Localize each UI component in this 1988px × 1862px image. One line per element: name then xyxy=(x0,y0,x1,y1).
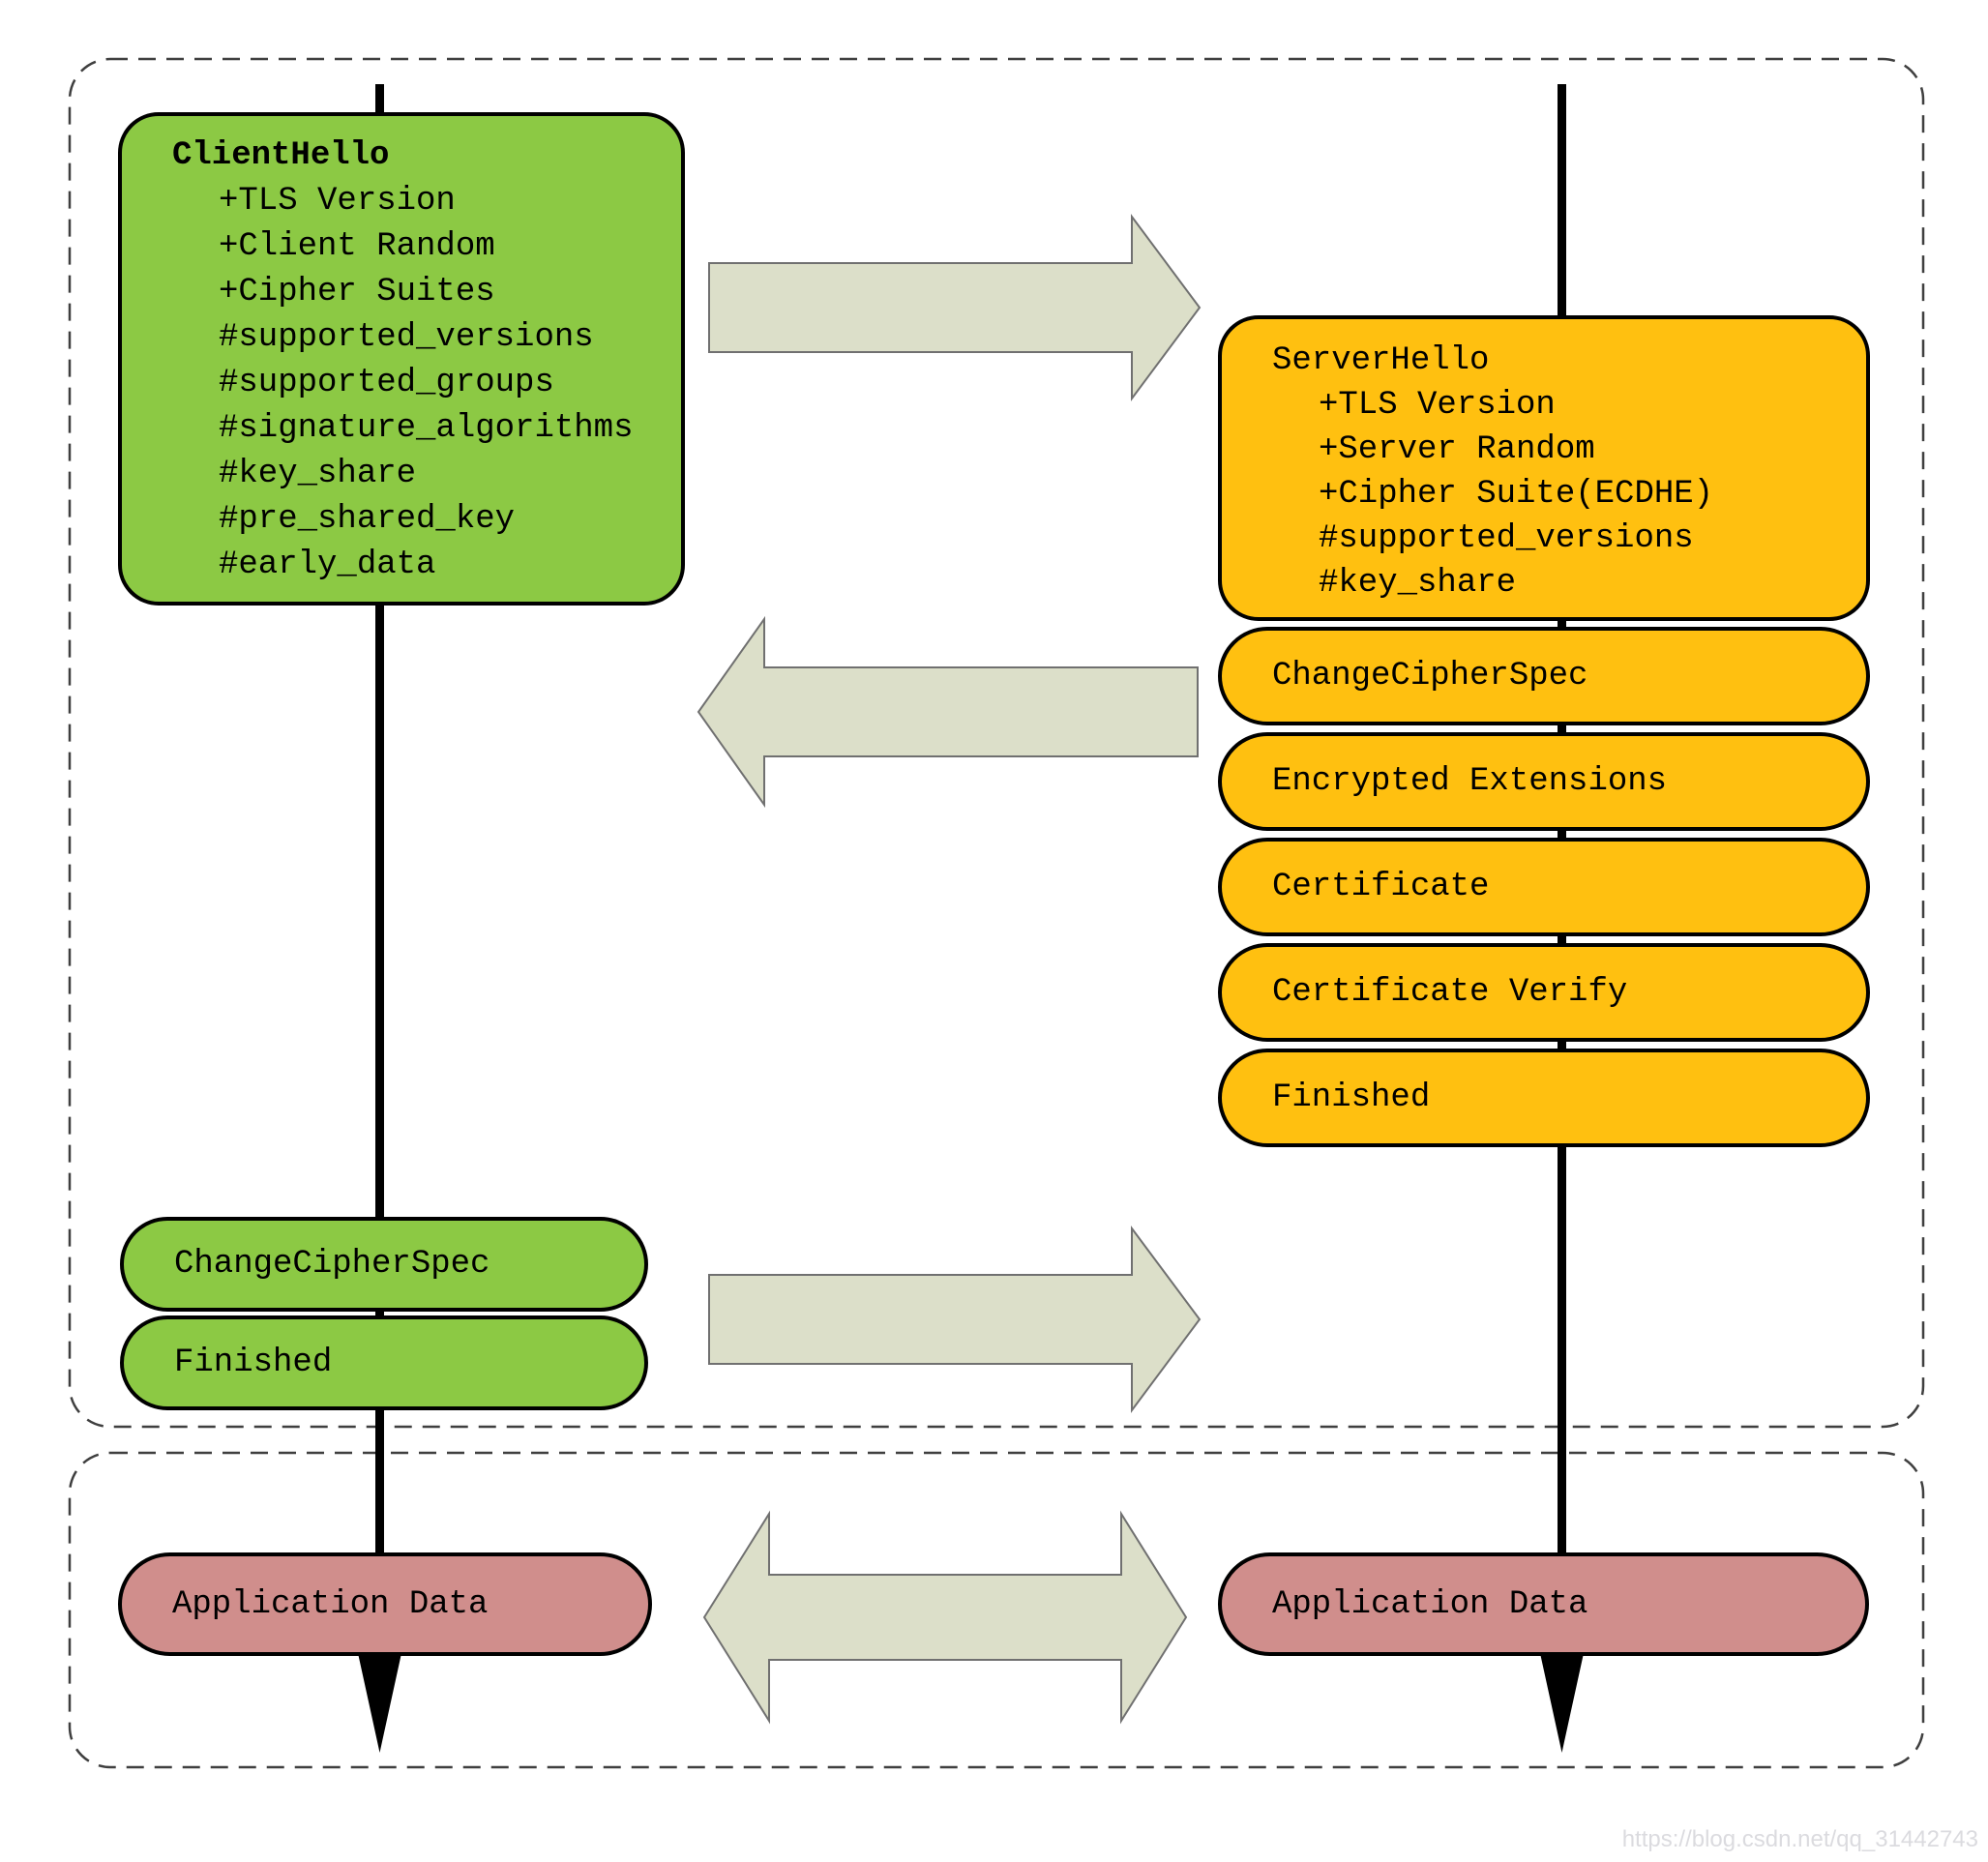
server-msg-certificate-verify: Certificate Verify xyxy=(1218,943,1870,1042)
client-hello-item: +Client Random xyxy=(219,228,495,265)
client-hello-item: #supported_versions xyxy=(219,319,594,356)
client-hello-item: +Cipher Suites xyxy=(219,274,495,310)
client-hello-item: #pre_shared_key xyxy=(219,501,516,538)
application-data-double-arrow-icon xyxy=(702,1510,1188,1725)
client-lifeline xyxy=(375,84,384,1649)
client-msg-changecipherspec: ChangeCipherSpec xyxy=(120,1217,648,1312)
watermark-url: https://blog.csdn.net/qq_31442743 xyxy=(1621,1826,1978,1852)
server-hello-title: ServerHello xyxy=(1272,342,1490,379)
server-hello-box: ServerHello +TLS Version +Server Random … xyxy=(1218,315,1870,621)
handshake-phase-dashed-container xyxy=(68,57,1925,1429)
client-application-data-box: Application Data xyxy=(118,1552,652,1656)
client-hello-item: #key_share xyxy=(219,456,417,492)
client-hello-title: ClientHello xyxy=(172,137,390,174)
server-hello-item: +Cipher Suite(ECDHE) xyxy=(1319,476,1714,513)
server-hello-item: +TLS Version xyxy=(1319,387,1556,424)
server-hello-item: +Server Random xyxy=(1319,431,1595,468)
client-lifeline-arrowhead-icon xyxy=(356,1644,403,1753)
server-hello-item: #key_share xyxy=(1319,565,1517,602)
client-hello-item: #early_data xyxy=(219,547,436,583)
server-msg-changecipherspec: ChangeCipherSpec xyxy=(1218,627,1870,725)
client-to-server-arrow-icon xyxy=(708,213,1202,402)
client-hello-item: #supported_groups xyxy=(219,365,554,401)
client-finished-arrow-icon xyxy=(708,1225,1202,1414)
client-hello-item: +TLS Version xyxy=(219,183,456,220)
server-to-client-arrow-icon xyxy=(697,615,1199,809)
client-hello-item: #signature_algorithms xyxy=(219,410,634,447)
client-msg-finished: Finished xyxy=(120,1315,648,1410)
server-hello-item: #supported_versions xyxy=(1319,520,1694,557)
application-phase-dashed-container xyxy=(68,1451,1925,1769)
server-application-data-box: Application Data xyxy=(1218,1552,1869,1656)
server-msg-finished: Finished xyxy=(1218,1049,1870,1147)
client-hello-box: ClientHello +TLS Version +Client Random … xyxy=(118,112,685,606)
server-msg-certificate: Certificate xyxy=(1218,838,1870,936)
server-lifeline-arrowhead-icon xyxy=(1538,1644,1586,1753)
server-msg-encrypted-extensions: Encrypted Extensions xyxy=(1218,732,1870,831)
